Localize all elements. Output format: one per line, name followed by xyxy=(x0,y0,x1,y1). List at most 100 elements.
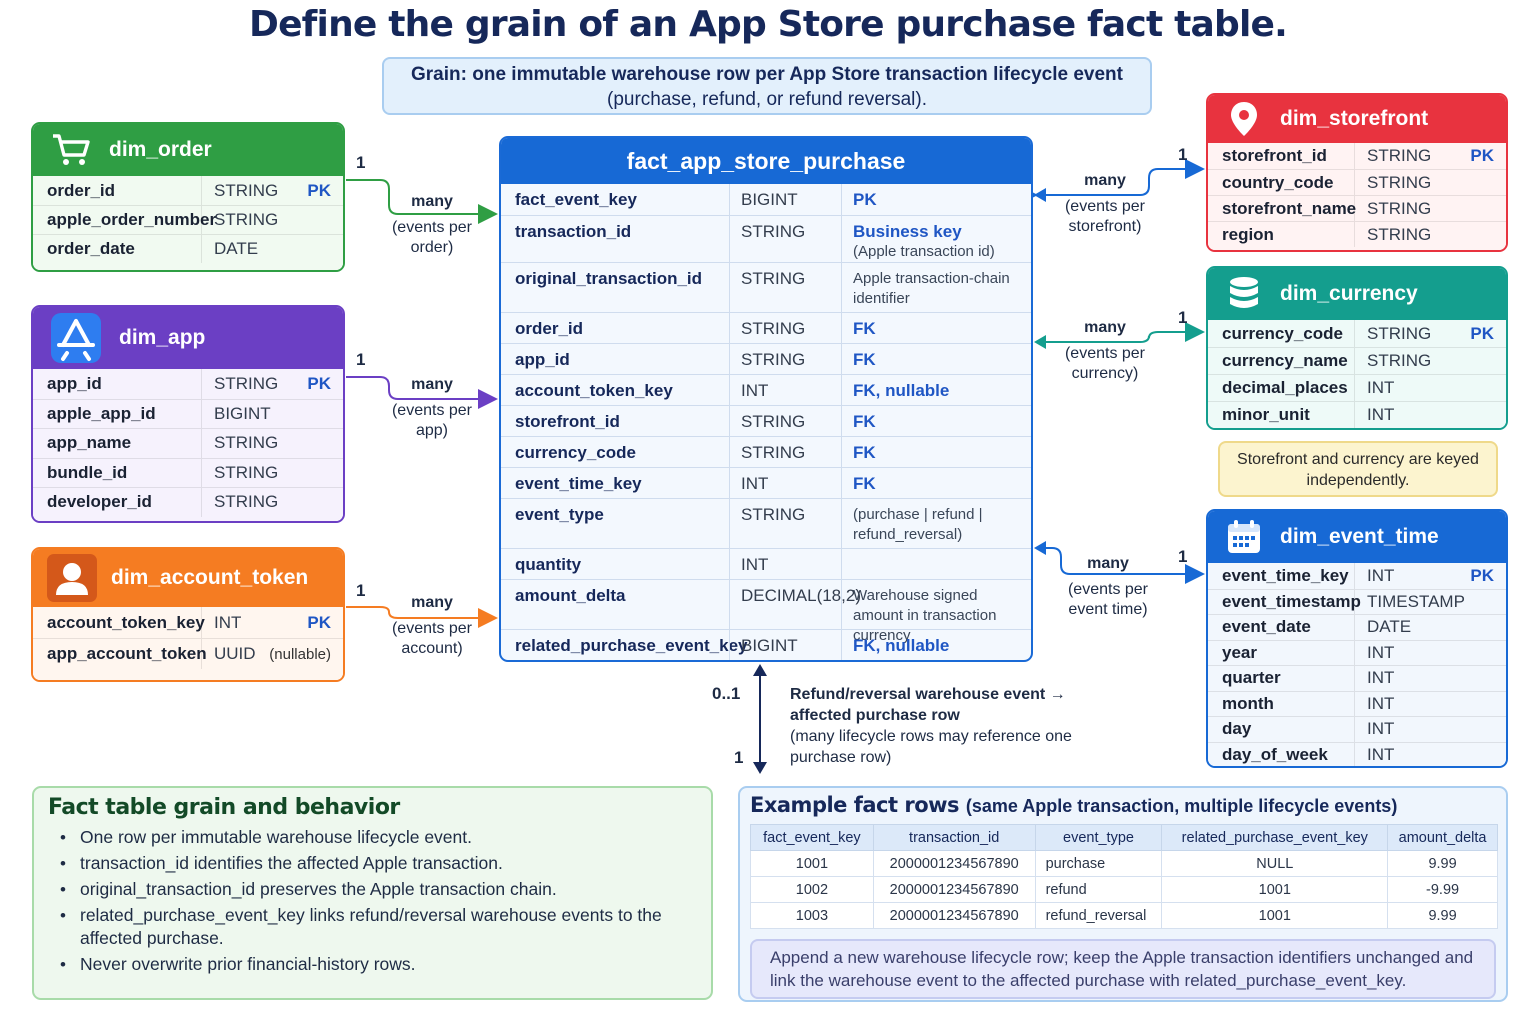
column-type: STRING xyxy=(201,429,291,458)
column-key: PK xyxy=(1470,565,1494,585)
table-cell: 2000001234567890 xyxy=(872,850,1036,877)
fact-column-name: transaction_id xyxy=(515,222,632,241)
column-name: app_name xyxy=(47,433,132,453)
page-title: Define the grain of an App Store purchas… xyxy=(248,4,1288,45)
column-type: STRING xyxy=(1354,143,1454,169)
column-type: STRING xyxy=(201,488,291,517)
behavior-item: original_transaction_id preserves the Ap… xyxy=(48,878,697,901)
column-type: STRING xyxy=(201,176,291,205)
app-one-label: 1 xyxy=(356,350,366,369)
column-name: currency_code xyxy=(1222,323,1343,343)
column-type: INT xyxy=(1354,717,1454,742)
order-cardinality-note: (events per order) xyxy=(391,219,473,256)
column-key: PK xyxy=(1470,323,1494,343)
column-key: PK xyxy=(307,180,331,200)
column-type: INT xyxy=(1354,640,1454,665)
link-account xyxy=(346,606,498,628)
fact-column-name: original_transaction_id xyxy=(515,269,703,288)
column-type: STRING xyxy=(1354,348,1454,374)
column-type: DATE xyxy=(201,235,291,263)
examples-title: Example fact rows (same Apple transactio… xyxy=(750,793,1496,817)
fact-column-type: STRING xyxy=(729,263,841,312)
grain-line-1: Grain: one immutable warehouse row per A… xyxy=(411,64,1123,85)
column-key xyxy=(291,235,343,263)
table-cell: refund_reversal xyxy=(1034,902,1163,929)
column-name: day xyxy=(1222,719,1252,739)
column-header: transaction_id xyxy=(872,824,1036,851)
order-one-label: 1 xyxy=(356,153,366,172)
fact-column-key: Business key(Apple transaction id) xyxy=(841,216,1031,262)
table-row: day INT xyxy=(1208,716,1506,742)
column-type: STRING xyxy=(201,369,291,399)
self-zero-one-label: 0..1 xyxy=(712,684,741,703)
storefront-many: many xyxy=(1084,172,1126,189)
column-name: storefront_name xyxy=(1222,198,1357,218)
currency-many-label: many (events per currency) xyxy=(1050,318,1160,384)
link-currency xyxy=(1036,322,1205,343)
column-name: year xyxy=(1222,642,1257,662)
behavior-title: Fact table grain and behavior xyxy=(48,795,400,820)
shopping-cart-icon xyxy=(33,124,109,176)
event-time-cardinality-note: (events per event time) xyxy=(1067,581,1149,618)
fact-column-name: event_time_key xyxy=(515,474,642,493)
fact-column-note: Apple transaction-chain identifier xyxy=(841,263,1031,312)
user-icon xyxy=(33,549,111,607)
grain-behavior-panel: Fact table grain and behavior One row pe… xyxy=(32,786,713,1000)
column-header: related_purchase_event_key xyxy=(1161,824,1389,851)
table-cell: 2000001234567890 xyxy=(872,902,1036,929)
column-header: amount_delta xyxy=(1387,824,1498,851)
fact-column-name: related_purchase_event_key xyxy=(515,636,748,655)
link-storefront xyxy=(1018,159,1205,205)
fact-key-label: FK xyxy=(853,350,876,369)
column-name: event_date xyxy=(1222,617,1311,637)
fact-column-key: PK xyxy=(841,184,1031,215)
column-key xyxy=(291,400,343,429)
fact-column-name: app_id xyxy=(515,350,570,369)
dim-account-token-title: dim_account_token xyxy=(111,566,309,589)
column-key xyxy=(1454,222,1506,247)
column-name: order_date xyxy=(47,239,135,258)
column-name: order_id xyxy=(47,180,116,200)
column-key xyxy=(1454,743,1506,767)
behavior-item: transaction_id identifies the affected A… xyxy=(48,852,697,875)
column-key xyxy=(1454,402,1506,428)
fact-key-label: FK, nullable xyxy=(853,636,950,655)
grain-line-2: (purchase, refund, or refund reversal). xyxy=(607,89,927,110)
fact-key-label: FK, nullable xyxy=(853,381,950,400)
column-type: INT xyxy=(1354,563,1454,589)
fact-key-label: FK xyxy=(853,412,876,431)
fact-title: fact_app_store_purchase xyxy=(501,138,1031,184)
fact-column-type: STRING xyxy=(729,437,841,467)
self-one-label: 1 xyxy=(734,748,744,767)
self-reference-title: Refund/reversal warehouse event → affect… xyxy=(790,686,1066,724)
table-cell: 2000001234567890 xyxy=(872,876,1036,903)
fact-column-note xyxy=(841,549,1031,579)
fact-key-label: FK xyxy=(853,474,876,493)
column-name: app_account_token xyxy=(47,644,207,663)
independent-key-note: Storefront and currency are keyed indepe… xyxy=(1218,441,1498,497)
fact-column-key: FK, nullable xyxy=(841,375,1031,405)
fact-key-label: PK xyxy=(853,190,877,209)
fact-column-key: FK, nullable xyxy=(841,630,1031,660)
order-many-label: many (events per order) xyxy=(382,192,482,258)
table-cell: 1001 xyxy=(750,850,874,877)
link-order xyxy=(346,179,498,224)
